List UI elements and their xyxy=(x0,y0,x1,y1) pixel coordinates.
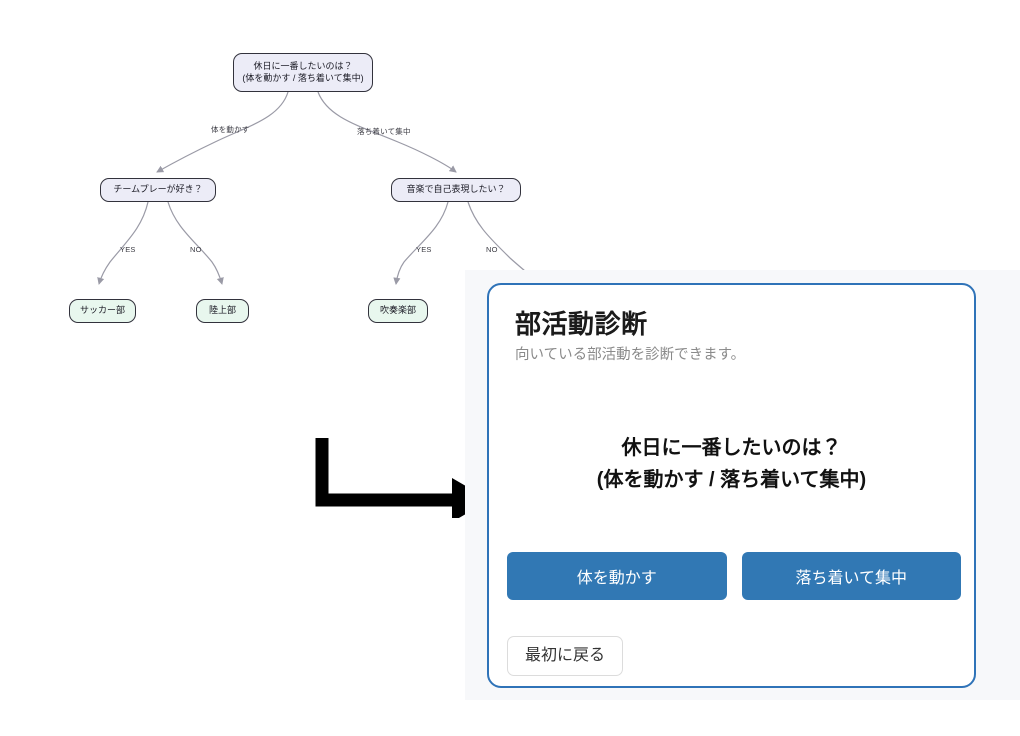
tree-node-root-line1: 休日に一番したいのは？ xyxy=(253,60,353,71)
answer-button-move-body[interactable]: 体を動かす xyxy=(507,552,727,600)
edge-label-music-no: NO xyxy=(486,245,498,254)
edge-label-root-left: 体を動かす xyxy=(211,125,250,134)
tree-node-soccer: サッカー部 xyxy=(69,299,136,323)
tree-node-team-label: チームプレーが好き？ xyxy=(113,184,203,195)
restart-row: 最初に戻る xyxy=(507,636,624,676)
tree-node-root: 休日に一番したいのは？ (体を動かす / 落ち着いて集中) xyxy=(233,53,373,92)
app-panel-background: 部活動診断 向いている部活動を診断できます。 休日に一番したいのは？ (体を動か… xyxy=(465,270,1020,700)
diagnosis-card: 部活動診断 向いている部活動を診断できます。 休日に一番したいのは？ (体を動か… xyxy=(487,283,976,688)
tree-node-track: 陸上部 xyxy=(196,299,249,323)
tree-node-brass: 吹奏楽部 xyxy=(368,299,428,323)
tree-node-soccer-label: サッカー部 xyxy=(79,305,125,316)
tree-node-brass-label: 吹奏楽部 xyxy=(379,305,416,316)
edge-music-to-brass xyxy=(393,201,449,285)
question-line-1: 休日に一番したいのは？ xyxy=(621,436,842,459)
page-title: 部活動診断 xyxy=(515,309,648,339)
annotation-arrow-icon xyxy=(315,438,490,518)
tree-node-root-line2: (体を動かす / 落ち着いて集中) xyxy=(242,72,364,83)
edge-root-to-music xyxy=(317,91,457,173)
edge-label-root-right: 落ち着いて集中 xyxy=(357,127,411,136)
tree-node-music: 音楽で自己表現したい？ xyxy=(391,178,521,202)
edge-label-team-yes: YES xyxy=(120,245,136,254)
edge-root-to-team xyxy=(156,91,289,173)
page-subtitle: 向いている部活動を診断できます。 xyxy=(515,347,746,364)
answer-button-calm-focus[interactable]: 落ち着いて集中 xyxy=(741,552,961,600)
tree-node-music-label: 音楽で自己表現したい？ xyxy=(406,184,506,195)
answer-button-row: 体を動かす 落ち着いて集中 xyxy=(507,552,961,600)
restart-button[interactable]: 最初に戻る xyxy=(507,636,624,676)
edge-label-music-yes: YES xyxy=(416,245,432,254)
question-block: 休日に一番したいのは？ (体を動かす / 落ち着いて集中) xyxy=(515,432,948,497)
edge-label-team-no: NO xyxy=(190,245,202,254)
tree-node-team: チームプレーが好き？ xyxy=(100,178,216,202)
question-line-2: (体を動かす / 落ち着いて集中) xyxy=(596,469,867,492)
edge-team-to-soccer xyxy=(97,201,149,285)
tree-node-track-label: 陸上部 xyxy=(208,305,236,316)
edge-team-to-track xyxy=(167,201,224,285)
